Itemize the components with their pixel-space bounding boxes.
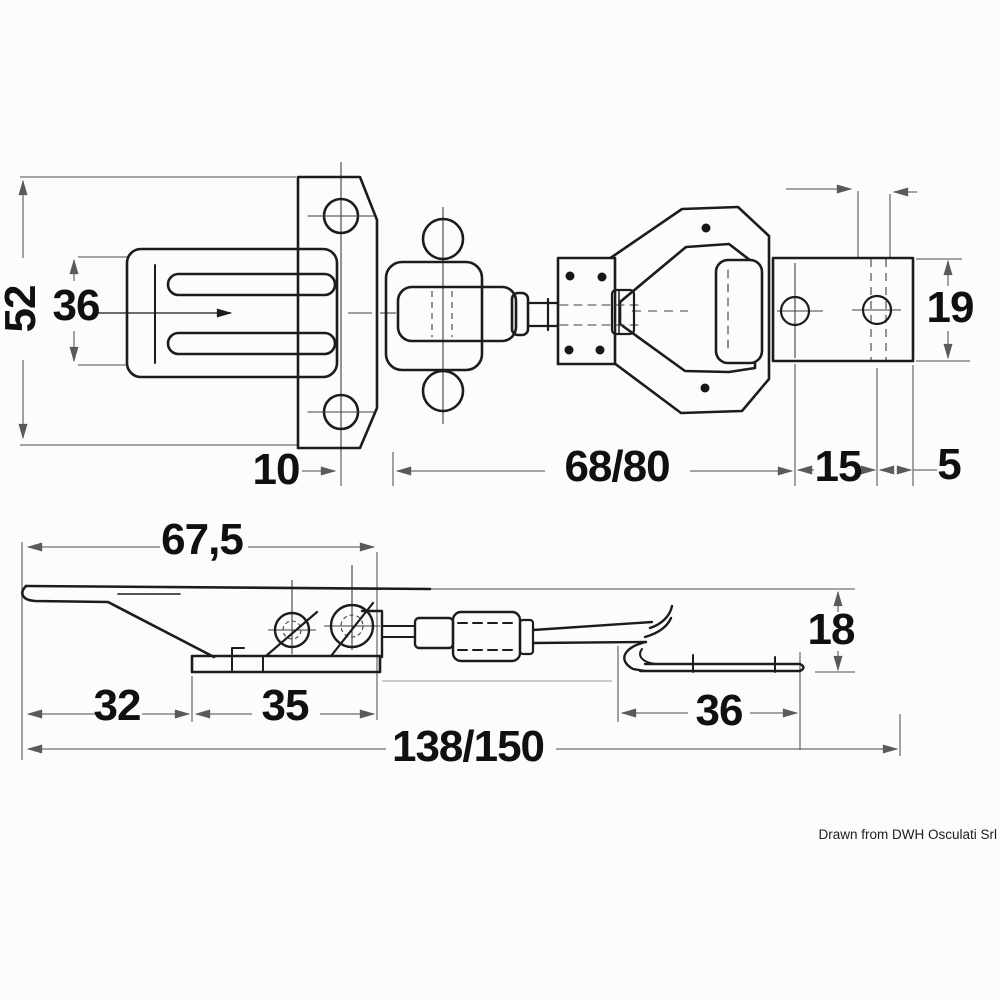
mounting-plate-outline [296,175,379,450]
hook-bend [623,640,648,673]
dim-label-plate-offset: 10 [252,445,301,494]
dim-label-hook-height: 18 [807,605,856,654]
mechanism-edge [360,609,384,659]
counter-plate-hole-right [861,294,893,326]
pivot-rivet-large [329,603,375,649]
side-view-dimension-lines [26,542,899,754]
dim-label-adjustable-length: 68/80 [564,442,670,491]
wire-bail [531,620,654,645]
rod-side [381,625,416,638]
dim-label-lever-length: 67,5 [161,515,244,564]
dim-label-overall-height: 52 [0,285,45,333]
lever-underside [21,584,216,659]
latch-body-slot-upper [166,272,337,297]
hook-plate-inner [618,242,757,374]
rivet-dots [564,223,711,393]
dim-label-front-length: 32 [93,681,142,730]
top-view-plan [18,162,970,486]
dim-label-base-length: 35 [261,681,310,730]
lever-top-edge [24,584,432,591]
threaded-rod [526,297,562,332]
dim-label-edge-margin: 5 [937,440,962,489]
top-view-dimension-lines [18,179,953,476]
dim-label-hook-length: 36 [695,686,744,735]
top-view-centerlines [95,162,901,452]
lever-loop-top [421,217,465,261]
base-plate-ticks [231,647,264,673]
wire-fork-prongs [643,604,674,639]
adjuster-barrel [396,285,518,343]
clevis-block [413,616,455,650]
top-view-geometry [125,175,915,450]
dim-label-inner-height: 36 [52,281,101,330]
side-view-extension-lines [21,542,901,760]
latch-body-slot-lower [166,331,337,356]
side-view-geometry [21,584,805,674]
hook-bend-inner [639,648,656,665]
latch-body-outline [125,247,339,379]
dim-label-overall-length: 138/150 [391,722,545,771]
base-plate-outline [190,654,382,674]
counter-plate-hole-left [779,295,811,327]
hook-tail [638,662,805,673]
top-view-extension-lines [20,176,970,486]
bolt-head [610,288,636,336]
turnbuckle-barrel [451,610,522,663]
hook-tail-ticks [692,654,776,673]
counter-plate-outline [771,256,915,363]
dim-label-hole-spacing: 15 [814,442,863,491]
adjuster-barrel-cap [510,291,530,337]
latch-mechanism-housing [384,260,484,372]
turnbuckle-cap [518,618,535,656]
dim-label-counterplate-width: 19 [926,283,975,332]
drawing-credit: Drawn from DWH Osculati Srl [818,827,997,842]
side-view-elevation [21,542,901,760]
pivot-rivet-small [273,611,311,649]
keeper-bar [714,258,764,365]
